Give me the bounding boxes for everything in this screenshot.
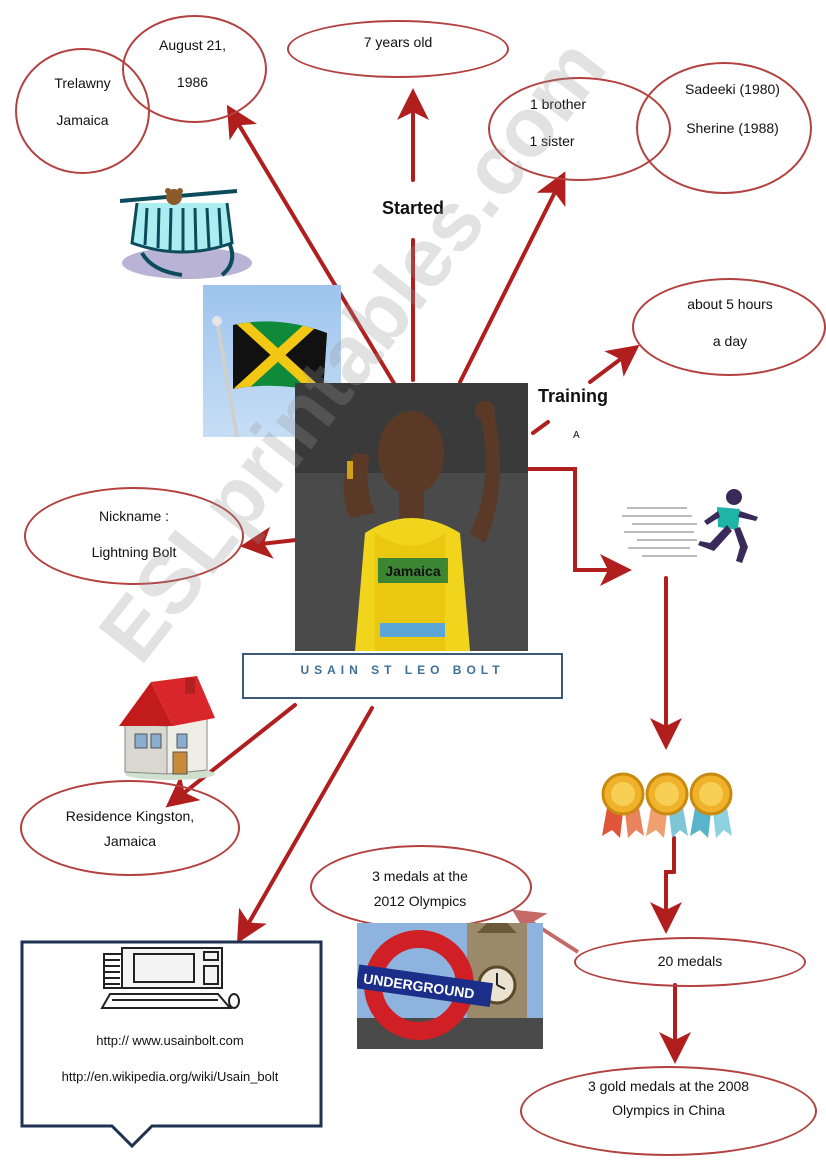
nickname-line1: Nickname :: [98, 508, 170, 524]
residence-line2: Jamaica: [103, 833, 157, 849]
medals-icon: [601, 772, 733, 838]
arrow-to-nickname: [240, 526, 298, 559]
training-label: Training: [538, 386, 609, 406]
arrow-total-to-2012: [511, 909, 580, 954]
siblings-line1: 1 brother: [529, 96, 587, 112]
arrow-to-residence: [165, 703, 297, 808]
siblings-line2: 1 sister: [529, 133, 575, 149]
computer-icon: [100, 947, 240, 1009]
sibling-names-line1: Sadeeki (1980): [685, 81, 780, 97]
shirt-text: Jamaica: [385, 563, 440, 579]
training-line2: a day: [712, 333, 748, 349]
birthplace-line2: Jamaica: [56, 112, 109, 128]
house-icon: [119, 676, 215, 780]
arrow-to-runner: [526, 467, 632, 586]
arrow-to-birth: [226, 104, 397, 387]
athlete-name: USAIN ST LEO BOLT: [300, 663, 505, 677]
wikipedia-link[interactable]: http://en.wikipedia.org/wiki/Usain_bolt: [61, 1069, 279, 1084]
oval-training: [632, 278, 826, 376]
oval-medals-total: [574, 937, 806, 987]
sibling-names-line2: Sherine (1988): [686, 120, 779, 136]
medals-total-text: 20 medals: [657, 953, 723, 969]
started-label: Started: [381, 198, 444, 218]
name-box: USAIN ST LEO BOLT: [242, 653, 563, 699]
arrow-to-training-lower: [531, 420, 550, 435]
runner-icon: [622, 489, 758, 563]
arrow-to-computer: [237, 706, 374, 944]
london-underground-photo: UNDERGROUND: [357, 923, 543, 1049]
arrow-to-training: [588, 344, 640, 384]
residence-line1: Residence Kingston,: [65, 808, 195, 824]
official-website-link[interactable]: http:// www.usainbolt.com: [96, 1033, 244, 1048]
birthplace-line1: Trelawny: [54, 75, 111, 91]
oval-started-age: [287, 20, 509, 78]
oval-nickname: [24, 487, 244, 585]
birth-date-line1: August 21,: [159, 37, 226, 53]
arrow-medals-to-total-b: [650, 870, 682, 934]
medals-2008-line1: 3 gold medals at the 2008: [587, 1078, 750, 1094]
training-line1: about 5 hours: [687, 296, 773, 312]
started-age-text: 7 years old: [363, 34, 433, 50]
small-mark: A: [573, 430, 580, 441]
nickname-line2: Lightning Bolt: [91, 544, 177, 560]
arrow-to-siblings: [458, 171, 566, 384]
oval-residence: [20, 780, 240, 876]
birth-date-line2: 1986: [176, 74, 209, 90]
cradle-icon: [119, 188, 252, 279]
oval-sibling-names: [636, 62, 812, 194]
oval-medals-2012: [310, 845, 532, 929]
medals-2012-line1: 3 medals at the: [372, 868, 468, 884]
athlete-photo: Jamaica: [295, 383, 528, 651]
links-callout-box: [20, 940, 323, 1149]
medals-2008-line2: Olympics in China: [612, 1102, 725, 1118]
medals-2012-line2: 2012 Olympics: [373, 893, 467, 909]
oval-birth-date: [122, 15, 267, 123]
oval-medals-2008: [520, 1066, 817, 1156]
